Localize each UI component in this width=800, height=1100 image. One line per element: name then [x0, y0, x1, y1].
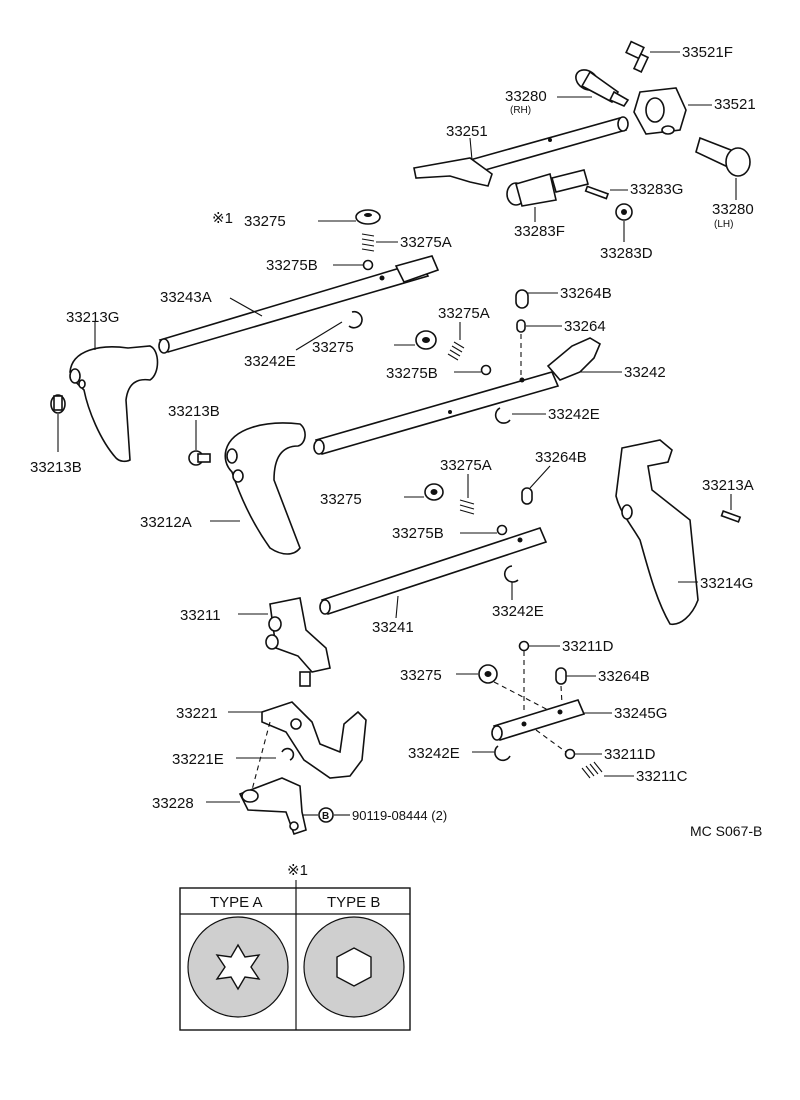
label-33214G: 33214G: [700, 575, 753, 592]
clip-33221E: [281, 747, 295, 761]
ball-33211D-1: [518, 640, 530, 652]
ball-33275B-top: [362, 259, 374, 271]
clip-33242E-1: [348, 310, 363, 329]
selector-33283F: [506, 169, 589, 207]
label-33275-low: 33275: [320, 491, 362, 508]
plug-33280-lh: [695, 136, 751, 177]
fork-33214G: [615, 439, 699, 625]
label-33242E-3: 33242E: [492, 603, 544, 620]
shaft-33245G: [491, 699, 586, 741]
label-33213A: 33213A: [702, 477, 754, 494]
label-33211D-2: 33211D: [604, 746, 656, 763]
lever-33221: [261, 701, 367, 779]
type-table: TYPE A TYPE B: [179, 887, 411, 1031]
pin-33264B-1: [515, 289, 529, 309]
shaft-33243A: [158, 255, 440, 354]
pin-33264B-2: [521, 487, 533, 505]
type-b-header: TYPE B: [327, 894, 380, 911]
spring-33275A-low: [459, 499, 475, 515]
label-33275A-low: 33275A: [440, 457, 492, 474]
clip-33242E-3: [503, 565, 519, 583]
spring-33211C: [581, 761, 603, 779]
label-33221E: 33221E: [172, 751, 224, 768]
label-33213B-left: 33213B: [30, 459, 82, 476]
label-33251: 33251: [446, 123, 488, 140]
label-33228: 33228: [152, 795, 194, 812]
label-33280-rh: 33280: [505, 88, 547, 105]
screw-33275-low: [424, 483, 444, 501]
head-33211: [265, 597, 331, 687]
hex-head-icon: [303, 916, 405, 1018]
label-33241: 33241: [372, 619, 414, 636]
label-33211D-1: 33211D: [562, 638, 614, 655]
label-lh: (LH): [714, 219, 733, 230]
spring-33275A-mid: [447, 341, 465, 361]
label-33243A: 33243A: [160, 289, 212, 306]
label-33275-bot: 33275: [400, 667, 442, 684]
ball-33211D-2: [564, 748, 576, 760]
label-rh: (RH): [510, 105, 531, 116]
label-33211C: 33211C: [636, 768, 688, 785]
bolt-letter: B: [322, 811, 329, 822]
ball-33275B-low: [496, 524, 508, 536]
diagram-code: MC S067-B: [690, 823, 762, 839]
fork-33213G: [69, 345, 159, 463]
label-33264B-1: 33264B: [560, 285, 612, 302]
label-33283F: 33283F: [514, 223, 565, 240]
ball-33275B-mid: [480, 364, 492, 376]
label-33264B-2: 33264B: [535, 449, 587, 466]
label-33242E-2: 33242E: [548, 406, 600, 423]
spring-33275A-top: [361, 233, 375, 252]
screw-33275-bot: [478, 664, 498, 684]
bracket-33228: [238, 777, 307, 836]
screw-33275-mid: [415, 330, 437, 350]
table-note-mark: ※1: [287, 862, 308, 879]
shaft-33242: [313, 337, 602, 455]
label-33213G: 33213G: [66, 309, 119, 326]
pin-33264B-3: [555, 667, 567, 685]
label-33275B-low: 33275B: [392, 525, 444, 542]
clip-33242E-4: [494, 745, 511, 762]
label-33213B-mid: 33213B: [168, 403, 220, 420]
label-bolt-part: 90119-08444 (2): [352, 808, 447, 823]
screw-33275-top: [355, 209, 381, 225]
type-a-header: TYPE A: [210, 894, 263, 911]
label-33211: 33211: [180, 607, 221, 624]
fork-33212A: [224, 422, 306, 555]
label-33275-top: 33275: [244, 213, 286, 230]
label-33283D: 33283D: [600, 245, 653, 262]
label-33242E-4: 33242E: [408, 745, 460, 762]
note-prefix-top: ※1: [212, 210, 233, 227]
pin-33283G: [584, 185, 610, 200]
label-33221: 33221: [176, 705, 218, 722]
pin-33213A: [720, 510, 742, 523]
label-33275B-top: 33275B: [266, 257, 318, 274]
shaft-33241: [319, 527, 548, 615]
shaft-33251: [413, 116, 629, 187]
label-33242E-1: 33242E: [244, 353, 296, 370]
label-33275B-mid: 33275B: [386, 365, 438, 382]
bolt-33213B-left: [50, 394, 66, 414]
label-33275-mid: 33275: [312, 339, 354, 356]
plug-33280-rh: [575, 69, 630, 107]
label-33283G: 33283G: [630, 181, 683, 198]
torx-head-icon: [187, 916, 289, 1018]
label-33245G: 33245G: [614, 705, 667, 722]
label-33264B-3: 33264B: [598, 668, 650, 685]
label-33212A: 33212A: [140, 514, 192, 531]
label-33521F: 33521F: [682, 44, 733, 61]
clip-33242E-2: [494, 407, 511, 424]
bolt-33213B-mid: [188, 450, 211, 466]
bolt-symbol-b: [318, 807, 334, 823]
housing-33521: [633, 87, 687, 135]
pin-33264: [516, 319, 526, 333]
label-33275A-mid: 33275A: [438, 305, 490, 322]
bolt-33521F: [625, 40, 650, 74]
label-33264: 33264: [564, 318, 606, 335]
label-33521: 33521: [714, 96, 756, 113]
label-33242: 33242: [624, 364, 666, 381]
label-33275A-top: 33275A: [400, 234, 452, 251]
label-33280-lh: 33280: [712, 201, 754, 218]
